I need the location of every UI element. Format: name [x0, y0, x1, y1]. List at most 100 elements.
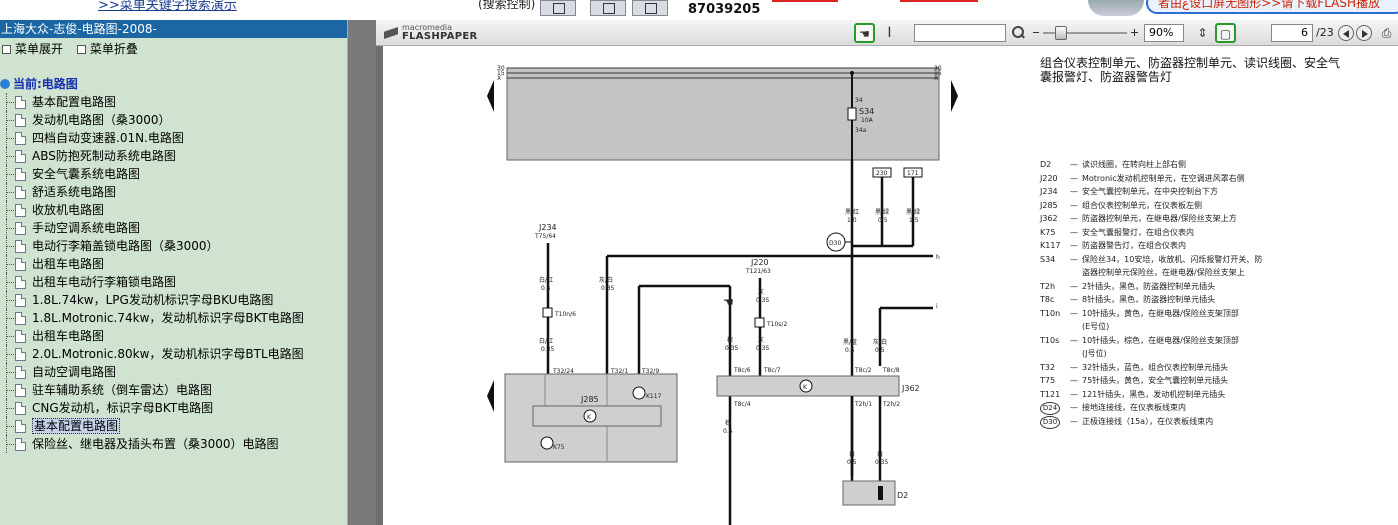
t75-64-label: T75/64 — [534, 233, 556, 240]
tree-item[interactable]: 自动空调电路图 — [0, 363, 347, 381]
page-prev-arrow-icon[interactable] — [487, 80, 494, 112]
text-select-tool-button[interactable]: I — [879, 23, 900, 43]
tree-item-label: 四档自动变速器.01N.电路图 — [32, 131, 184, 145]
pin-t8c6: T8c/6 — [733, 367, 751, 374]
previous-page-button[interactable] — [1338, 25, 1354, 41]
j234-label: J234 — [538, 223, 557, 232]
legend-row: —(E号位) — [1040, 320, 1398, 334]
tree-item[interactable]: 出租车电路图 — [0, 327, 347, 345]
tree-item[interactable]: 保险丝、继电器及插头布置（桑3000）电路图 — [0, 435, 347, 453]
legend-row: T10n—10针插头，黄色，在继电器/保险丝支架顶部 — [1040, 307, 1398, 321]
top-button-1[interactable] — [540, 0, 576, 16]
fit-page-button[interactable]: ▢ — [1215, 23, 1236, 43]
tree-item[interactable]: 安全气囊系统电路图 — [0, 165, 347, 183]
tree-root[interactable]: 当前:电路图 — [0, 75, 78, 93]
keyword-search-demo-link[interactable]: >>菜单关键字搜索演示 — [98, 0, 237, 13]
flashpaper-logo: macromedia FLASHPAPER — [384, 23, 478, 42]
page-prev-arrow-icon-2[interactable] — [487, 380, 494, 412]
zoom-value-field[interactable]: 90% — [1144, 24, 1184, 42]
legend-row: J362—防盗器控制单元，在继电器/保险丝支架上方 — [1040, 212, 1398, 226]
legend-code: T8c — [1040, 295, 1055, 304]
zoom-slider[interactable] — [1033, 25, 1139, 41]
legend-code: T32 — [1040, 362, 1056, 372]
fit-width-button[interactable]: ⇕ — [1192, 23, 1213, 43]
legend-dash: — — [1070, 281, 1078, 291]
legend-dash: — — [1070, 389, 1078, 399]
print-button[interactable]: ⎙ — [1376, 23, 1397, 43]
legend-dash: — — [1070, 227, 1078, 237]
document-icon — [15, 204, 26, 217]
relay-box-171: 171 — [907, 170, 919, 177]
tree-item[interactable]: 舒适系统电路图 — [0, 183, 347, 201]
top-button-2[interactable] — [590, 0, 626, 16]
tree-item[interactable]: 四档自动变速器.01N.电路图 — [0, 129, 347, 147]
tree-item[interactable]: 2.0L.Motronic.80kw，发动机标识字母BTL电路图 — [0, 345, 347, 363]
legend-text: 防盗器控制单元，在继电器/保险丝支架上方 — [1082, 214, 1237, 223]
document-icon — [15, 240, 26, 253]
tree-item[interactable]: 1.8L.Motronic.74kw，发动机标识字母BKT电路图 — [0, 309, 347, 327]
zoom-track[interactable] — [1043, 32, 1127, 34]
diagram-title: 组合仪表控制单元、防盗器控制单元、读识线圈、安全气囊报警灯、防盗器警告灯 — [1040, 56, 1341, 84]
pin-t32-9: T32/9 — [641, 368, 659, 375]
tree-item[interactable]: 收放机电路图 — [0, 201, 347, 219]
tree-item[interactable]: ABS防抱死制动系统电路图 — [0, 147, 347, 165]
expand-menu-button[interactable]: 菜单展开 — [2, 42, 63, 56]
page-number-input[interactable]: 6 — [1271, 24, 1313, 42]
legend-text: 10针插头，棕色，在继电器/保险丝支架顶部 — [1082, 335, 1239, 345]
document-page: 30 15 X 30 15 X 34 S34 10A 34a 230 171 黑… — [383, 46, 1398, 525]
zoom-in-icon[interactable] — [1131, 29, 1138, 36]
tree-controls: 菜单展开 菜单折叠 — [0, 38, 347, 60]
expand-icon — [2, 45, 11, 54]
j285-k-symbol-icon — [583, 409, 597, 423]
tree-item[interactable]: 电动行李箱盖锁电路图（桑3000） — [0, 237, 347, 255]
flash-download-banner[interactable]: 者由ع设口屏无图形>>请下载FLASH播放 — [1146, 0, 1398, 14]
tree-elbow — [6, 210, 14, 211]
top-search-label: (搜索控制) — [478, 0, 536, 11]
page-next-arrow-icon[interactable] — [951, 80, 958, 112]
zoom-out-icon[interactable] — [1033, 32, 1039, 33]
tree-item[interactable]: 基本配置电路图 — [0, 417, 347, 435]
fuse-box — [506, 67, 940, 161]
rail-15-right: 15 — [934, 70, 942, 77]
wire-size-r1: 0.5 — [845, 347, 855, 354]
tree-item[interactable]: 发动机电路图（桑3000） — [0, 111, 347, 129]
legend-row: K117—防盗器警告灯，在组合仪表内 — [1040, 239, 1398, 253]
tree-item-label: 手动空调系统电路图 — [32, 221, 141, 235]
legend-code: J234 — [1040, 187, 1058, 196]
next-page-button[interactable] — [1356, 25, 1372, 41]
wire-color-top3: 黑/绿 — [906, 208, 920, 216]
top-button-3[interactable] — [632, 0, 668, 16]
find-input[interactable] — [914, 24, 1006, 42]
legend-text: 75针插头，黄色，安全气囊控制单元插头 — [1082, 376, 1229, 385]
k117-lamp-icon — [632, 386, 646, 400]
wire-size-b2: 0.35 — [875, 459, 889, 466]
wire-size-l1: 0.5 — [541, 285, 551, 292]
wire-color-low: 棕 — [725, 419, 731, 427]
tree-item-label: 1.8L.74kw，LPG发动机标识字母BKU电路图 — [32, 293, 274, 307]
logo-product: FLASHPAPER — [402, 31, 478, 42]
collapse-label: 菜单折叠 — [89, 42, 138, 56]
legend-text: 8针插头，黑色，防盗器控制单元插头 — [1082, 295, 1216, 304]
legend-text: 正极连接线（15a），在仪表板线束内 — [1082, 417, 1214, 426]
legend-dash: — — [1070, 376, 1078, 385]
hand-tool-button[interactable]: ☚ — [854, 23, 875, 43]
tree-item[interactable]: 驻车辅助系统（倒车雷达）电路图 — [0, 381, 347, 399]
legend-dash: — — [1070, 187, 1078, 196]
legend-text: 防盗器警告灯，在组合仪表内 — [1082, 241, 1186, 250]
legend-code: D30 — [1040, 416, 1060, 429]
zoom-thumb[interactable] — [1055, 26, 1067, 40]
tree-item[interactable]: 手动空调系统电路图 — [0, 219, 347, 237]
tree-item[interactable]: CNG发动机，标识字母BKT电路图 — [0, 399, 347, 417]
legend-code: D24 — [1040, 402, 1060, 415]
tree-item[interactable]: 基本配置电路图 — [0, 93, 347, 111]
wire-size-m2: 0.35 — [756, 345, 770, 352]
search-icon[interactable] — [1012, 26, 1024, 38]
tree-item-label: 自动空调电路图 — [32, 365, 117, 379]
tree-elbow — [6, 318, 14, 319]
tree-item[interactable]: 出租车电路图 — [0, 255, 347, 273]
connector-t10s2: T10s/2 — [766, 321, 787, 328]
collapse-menu-button[interactable]: 菜单折叠 — [76, 42, 138, 56]
tree-item[interactable]: 1.8L.74kw，LPG发动机标识字母BKU电路图 — [0, 291, 347, 309]
tree-item[interactable]: 出租车电动行李箱锁电路图 — [0, 273, 347, 291]
document-icon — [15, 168, 26, 181]
